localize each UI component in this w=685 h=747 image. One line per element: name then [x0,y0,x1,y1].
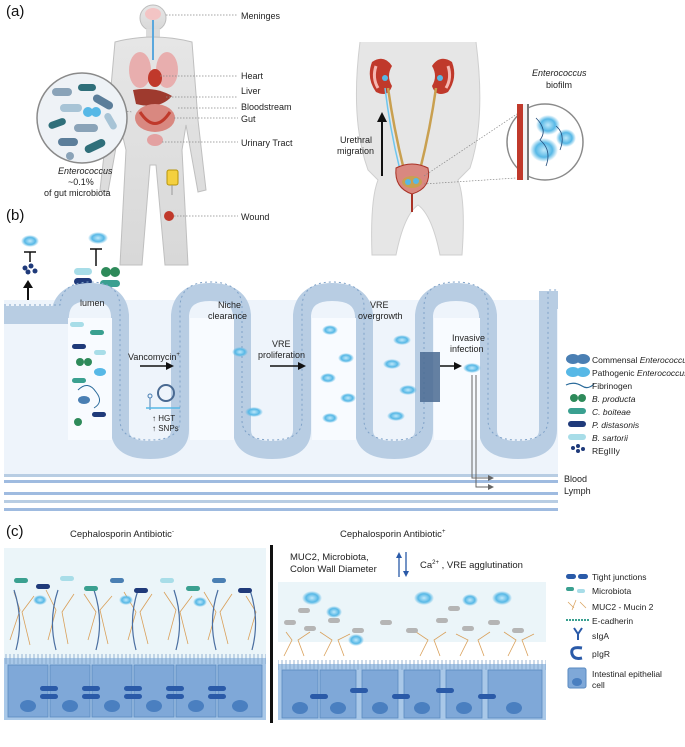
urinary-tract-figure [355,41,521,256]
ca-vre-label: Ca2+ , VRE agglutination [420,560,523,572]
vre-proliferation-label-1: VRE [272,339,291,349]
gut-note-genus: Enterococcus [58,166,113,176]
migration-label: migration [337,146,375,156]
panel-label-b: (b) [6,207,25,224]
epithelium-right [278,552,546,720]
condition-divider [270,545,273,723]
gut-microbiota-magnifier [36,72,128,164]
muc2-line-1: MUC2, Microbiota, [290,552,369,563]
lymph-label: Lymph [564,486,591,496]
legend-b-icons [565,354,595,453]
label-urinary-tract: Urinary Tract [241,138,293,148]
vre-overgrowth-label-2: overgrowth [358,311,403,321]
clearance-label: clearance [208,311,248,321]
cephalosporin-minus-title: Cephalosporin Antibiotic- [70,529,174,541]
niche-label: Niche [218,300,242,310]
plasmid-icon [146,384,180,410]
human-body-figure [99,4,238,266]
commensal-inhibition-icon [74,232,120,287]
process-arrows [140,362,494,490]
label-gut: Gut [241,114,256,124]
intestinal-villi [4,281,558,511]
panel-label-c: (c) [6,523,24,540]
muc2-line-2: Colon Wall Diameter [290,564,377,575]
biofilm-magnifier [506,103,584,181]
vancomycin-label: Vancomycin+ [128,352,180,362]
invasive-label-1: Invasive [452,333,486,343]
vre-proliferation-label-2: proliferation [258,350,306,360]
urethral-label: Urethral [340,135,373,145]
label-bloodstream: Bloodstream [241,102,292,112]
blood-label: Blood [564,474,588,484]
legend-c-icons [566,574,590,689]
label-wound: Wound [241,212,270,222]
biofilm-genus: Enterococcus [532,68,587,78]
label-liver: Liver [241,86,261,96]
epithelium-left [4,548,266,720]
label-heart: Heart [241,71,264,81]
invasive-label-2: infection [450,344,484,354]
snps-label: ↑ SNPs [152,424,179,433]
lumen-label: lumen [80,298,105,308]
lumen-microbiota [70,322,481,426]
gut-note-of-microbiota: of gut microbiota [44,188,111,198]
label-meninges: Meninges [241,11,281,21]
panel-label-a: (a) [6,3,25,20]
regiiiy-inhibition-icon [21,235,39,302]
biofilm-label: biofilm [546,80,573,90]
cephalosporin-plus-title: Cephalosporin Antibiotic+ [340,529,446,541]
hgt-label: ↑ HGT [152,414,176,423]
gut-note-percent: ~0.1% [68,177,94,187]
vre-overgrowth-label-1: VRE [370,300,389,310]
